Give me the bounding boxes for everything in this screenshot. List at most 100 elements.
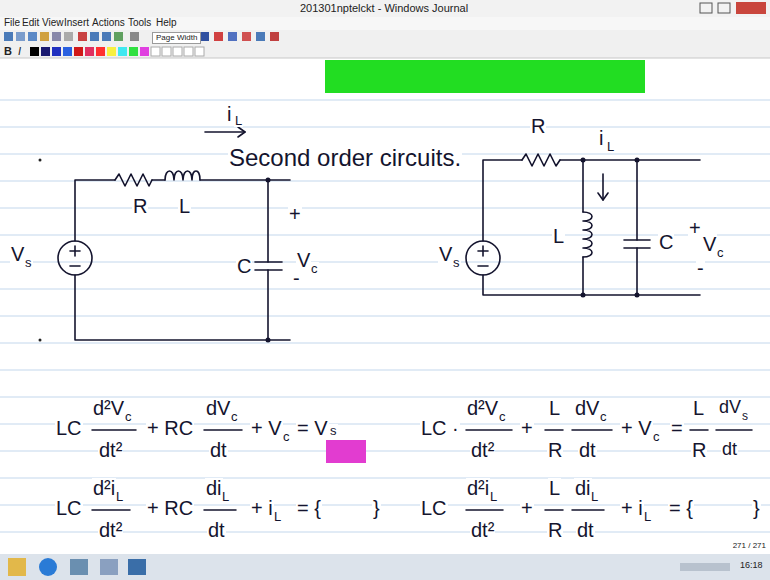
equation-term: L: [692, 398, 705, 418]
color-swatch: [107, 47, 116, 56]
polarity-mark: -: [292, 268, 301, 288]
color-swatches: [30, 47, 204, 56]
page-heading: Second order circuits.: [228, 146, 462, 170]
toolbar-icon: [64, 32, 73, 41]
taskbar-icon: [39, 558, 57, 576]
inductor-symbol: [165, 171, 200, 180]
current-arrow: [602, 174, 604, 200]
color-swatch: [41, 47, 50, 56]
format-button: B: [4, 46, 12, 57]
ruled-line: [0, 100, 770, 101]
equation-term: dV: [574, 398, 600, 418]
subscript: c: [599, 410, 608, 423]
menu-bar: [0, 17, 770, 30]
component-label: R: [132, 196, 148, 216]
equation-term: =: [670, 418, 684, 438]
current-label: i: [226, 104, 232, 124]
subscript: c: [652, 430, 661, 443]
component-label: L: [178, 196, 191, 216]
fraction-bar: [545, 429, 563, 431]
resistor-symbol: [522, 154, 560, 166]
wire: [75, 275, 290, 340]
wire: [582, 257, 584, 295]
ruled-line: [0, 208, 770, 209]
current-label: i: [598, 128, 604, 148]
equation-term: dt: [209, 440, 228, 460]
fraction-bar: [204, 509, 236, 511]
subscript: c: [282, 430, 291, 443]
equation-term: R: [547, 520, 563, 540]
menu-item: Insert: [64, 18, 89, 28]
component-label: L: [552, 226, 565, 246]
toolbar: [0, 30, 770, 44]
fraction-bar: [204, 429, 242, 431]
wire: [152, 179, 165, 181]
green-highlight: [325, 60, 645, 93]
wire: [75, 180, 115, 241]
ruled-line: [0, 370, 770, 371]
equation-term: = {: [296, 498, 322, 518]
color-swatch: [140, 47, 149, 56]
current-arrow: [238, 127, 245, 137]
node-dot: [266, 338, 271, 343]
equation-term: LC: [55, 418, 83, 438]
equation-term: R: [691, 440, 707, 460]
equation-term: LC: [55, 498, 83, 518]
format-button: I: [18, 46, 21, 57]
taskbar-icon: [8, 558, 26, 576]
equation-term: LC: [420, 498, 448, 518]
pen-icon: [242, 32, 251, 41]
ruled-line: [0, 505, 770, 506]
equation-term: + V: [250, 418, 283, 438]
current-arrow: [598, 193, 608, 200]
ruled-line: [0, 424, 770, 425]
menu-item: Edit: [22, 18, 39, 28]
clock: 16:18: [740, 561, 763, 570]
parallel-rlc-circuit: [466, 154, 700, 295]
pen-icon: [214, 32, 223, 41]
node-dot: [266, 178, 271, 183]
window-button: [700, 3, 712, 13]
equation-term: di: [574, 478, 592, 498]
subscript: c: [498, 410, 507, 423]
current-arrow: [205, 131, 245, 133]
subscript: L: [221, 490, 230, 503]
wire: [200, 179, 290, 181]
component-label: R: [530, 116, 546, 136]
component-label: C: [236, 256, 252, 276]
pink-highlight: [326, 440, 366, 463]
voltage-source-symbol: [466, 241, 500, 275]
wire: [582, 160, 584, 212]
fraction-bar: [545, 509, 563, 511]
zoom-select: Page Width: [152, 32, 201, 44]
ruled-line: [0, 316, 770, 317]
toolbar-icon: [16, 32, 25, 41]
capacitor-symbol: [624, 239, 650, 241]
taskbar: [0, 554, 770, 580]
taskbar-icon: [128, 559, 146, 575]
menu-item: File: [4, 18, 20, 28]
fraction-bar: [92, 509, 130, 511]
color-swatch: [96, 47, 105, 56]
toolbar-icon: [114, 32, 123, 41]
page-edge: [0, 58, 770, 59]
ink-dot: [39, 339, 42, 342]
toolbar-icon: [40, 32, 49, 41]
toolbar-icon: [78, 32, 87, 41]
equation-term: d²i: [92, 478, 116, 498]
subscript: c: [124, 410, 133, 423]
window-title: 201301nptelckt - Windows Journal: [300, 3, 468, 14]
tray-icons: [680, 563, 730, 571]
color-swatch: [74, 47, 83, 56]
equation-term: LC ·: [420, 418, 460, 438]
fraction-bar: [466, 509, 503, 511]
color-swatch: [63, 47, 72, 56]
color-swatch: [151, 47, 160, 56]
taskbar-icon: [100, 559, 118, 575]
wire: [267, 180, 269, 262]
ruled-line: [0, 181, 770, 182]
equation-term: dt: [207, 520, 226, 540]
menu-item: Actions: [92, 18, 125, 28]
